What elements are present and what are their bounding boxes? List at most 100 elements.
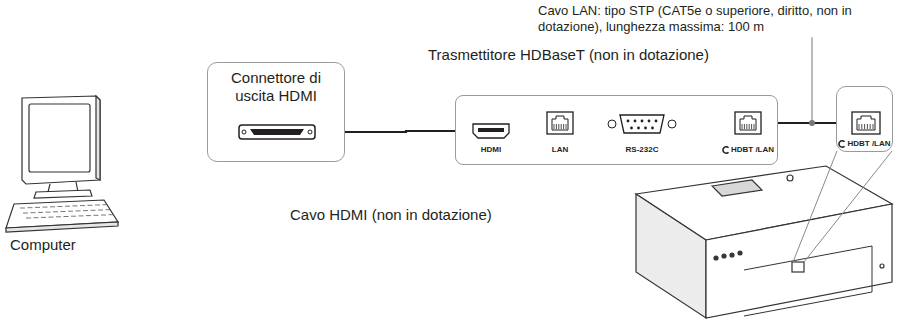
port-label: LAN bbox=[552, 145, 568, 155]
key-stroke bbox=[28, 207, 33, 208]
port-label-row: HDBT /LAN bbox=[719, 145, 777, 155]
db9-part bbox=[648, 120, 651, 123]
key-stroke bbox=[101, 215, 106, 216]
rj45-symbol bbox=[734, 111, 762, 135]
key-stroke bbox=[38, 212, 43, 213]
projector-side bbox=[636, 194, 706, 318]
projector-front bbox=[706, 204, 892, 318]
callout-box: Connettore di uscita HDMI bbox=[207, 62, 345, 162]
projector-callout: HDBT /LAN bbox=[836, 86, 893, 152]
projector-lens-window bbox=[712, 180, 762, 196]
key-stroke bbox=[71, 216, 76, 217]
key-stroke bbox=[50, 206, 55, 207]
key-stroke bbox=[56, 216, 61, 217]
rj45-part bbox=[873, 124, 874, 129]
computer-drawing bbox=[6, 96, 118, 232]
transmitter-box: Trasmettitore HDBaseT (non in dotazione)… bbox=[455, 95, 778, 165]
db9-symbol bbox=[606, 113, 678, 135]
db9-part bbox=[644, 127, 647, 130]
projector-button bbox=[730, 253, 734, 257]
key-stroke bbox=[41, 217, 46, 218]
projector-drawing bbox=[636, 166, 892, 318]
key-stroke bbox=[95, 205, 100, 206]
rj45-part bbox=[867, 124, 868, 129]
hdmiPlug-part bbox=[242, 130, 246, 134]
key-stroke bbox=[94, 215, 99, 216]
key-stroke bbox=[80, 205, 85, 206]
key-stroke bbox=[35, 207, 40, 208]
rj45-symbol bbox=[546, 111, 574, 135]
db9-part bbox=[608, 120, 616, 128]
rj45-part bbox=[563, 124, 564, 129]
port-label: HDBT /LAN bbox=[731, 145, 774, 155]
db9-part bbox=[637, 127, 640, 130]
port-label-row: LAN bbox=[540, 145, 580, 155]
lan-port: LAN bbox=[540, 109, 580, 157]
projector-button bbox=[738, 251, 742, 255]
key-stroke bbox=[61, 211, 66, 212]
hdbt-port: HDBT /LAN bbox=[719, 109, 777, 157]
rj45-part bbox=[740, 116, 756, 130]
rj45-part bbox=[852, 112, 880, 134]
key-stroke bbox=[49, 217, 54, 218]
db9-part bbox=[634, 120, 637, 123]
monitor-screen bbox=[29, 104, 90, 172]
projector-button bbox=[714, 256, 718, 260]
rj45-part bbox=[861, 124, 862, 129]
key-stroke bbox=[76, 210, 81, 211]
monitor-body bbox=[22, 96, 100, 184]
key-stroke bbox=[20, 208, 25, 209]
key-stroke bbox=[34, 217, 39, 218]
rj45-part bbox=[857, 116, 875, 130]
monitor-foot bbox=[34, 190, 92, 198]
hdbt-logo-mark bbox=[723, 147, 729, 153]
rs232c-port: RS-232C bbox=[600, 109, 684, 157]
key-stroke bbox=[53, 211, 58, 212]
keyboard-edge bbox=[6, 222, 118, 232]
hdbt-logo bbox=[722, 146, 730, 154]
db9-part bbox=[655, 120, 658, 123]
hdmiPlug-part bbox=[250, 129, 304, 135]
port-label: HDMI bbox=[481, 145, 501, 155]
key-stroke bbox=[79, 215, 84, 216]
port-label-row: RS-232C bbox=[600, 145, 684, 155]
port-label: RS-232C bbox=[626, 145, 659, 155]
db9-part bbox=[651, 127, 654, 130]
key-stroke bbox=[65, 206, 70, 207]
keyboard-keys bbox=[20, 205, 114, 218]
rj45-part bbox=[754, 124, 755, 129]
rj45-part bbox=[870, 124, 871, 129]
rj45-part bbox=[751, 124, 752, 129]
key-stroke bbox=[86, 215, 91, 216]
key-stroke bbox=[98, 210, 103, 211]
rj45-part bbox=[749, 124, 750, 129]
rj45-part bbox=[558, 124, 559, 129]
key-stroke bbox=[103, 204, 108, 205]
db9-part bbox=[641, 120, 644, 123]
rj45-part bbox=[746, 124, 747, 129]
rj45-part bbox=[742, 124, 743, 129]
rj45-part bbox=[859, 124, 860, 129]
hdmi-port: HDMI bbox=[467, 109, 515, 157]
hdmiPlug-part bbox=[308, 130, 312, 134]
key-stroke bbox=[109, 214, 114, 215]
hdmi-part bbox=[473, 124, 509, 138]
rj45-part bbox=[864, 124, 865, 129]
projector-port bbox=[792, 262, 804, 272]
rj45-part bbox=[566, 124, 567, 129]
key-stroke bbox=[23, 213, 28, 214]
db9-part bbox=[627, 120, 630, 123]
key-stroke bbox=[31, 212, 36, 213]
callout-title: Connettore di uscita HDMI bbox=[223, 69, 329, 105]
rj45-part bbox=[561, 124, 562, 129]
leader-line bbox=[812, 37, 813, 123]
hdmiPlug-part bbox=[239, 125, 315, 139]
rj45-part bbox=[556, 124, 557, 129]
hdmi-symbol bbox=[472, 123, 510, 139]
box-heading: Trasmettitore HDBaseT (non in dotazione) bbox=[428, 46, 709, 64]
projector-sensor bbox=[787, 175, 793, 181]
db9-part bbox=[620, 115, 664, 133]
cable-label: Cavo LAN: tipo STP (CAT5e o superiore, d… bbox=[538, 3, 894, 34]
hdbt-logo bbox=[838, 140, 846, 148]
